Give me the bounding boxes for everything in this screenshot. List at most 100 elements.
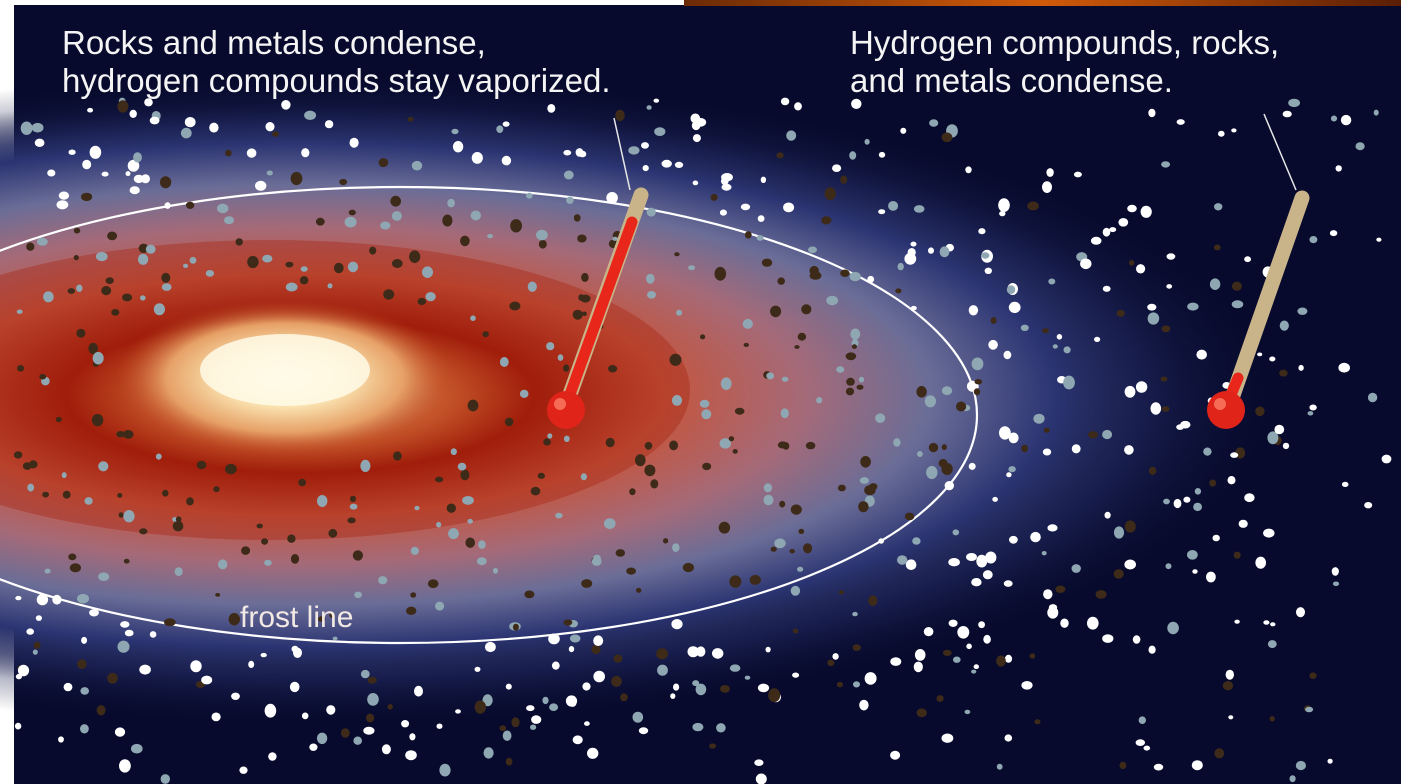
particle	[1214, 748, 1225, 759]
particle	[948, 558, 960, 567]
particle	[161, 272, 171, 283]
particle	[606, 192, 618, 204]
particle	[502, 121, 510, 127]
particle	[1257, 352, 1263, 357]
particle	[563, 619, 573, 626]
particle	[164, 202, 171, 209]
particle	[851, 344, 858, 349]
particle	[582, 682, 591, 691]
particle	[968, 305, 979, 316]
particle	[1214, 203, 1223, 211]
particle	[587, 747, 599, 759]
particle	[786, 130, 797, 141]
particle	[80, 687, 89, 695]
particle	[1119, 761, 1127, 770]
particle	[657, 664, 668, 676]
particle	[542, 696, 549, 705]
particle	[850, 328, 861, 340]
particle	[1307, 411, 1314, 416]
particle	[816, 397, 823, 404]
particle	[1008, 432, 1019, 444]
particle	[669, 353, 682, 366]
particle	[638, 727, 649, 735]
particle	[615, 109, 625, 122]
particle	[572, 735, 583, 745]
particle	[924, 395, 937, 408]
inner-caption-line-1: Rocks and metals condense,	[62, 24, 486, 61]
particle	[401, 720, 410, 728]
particle	[39, 373, 47, 380]
particle	[928, 442, 939, 453]
particle	[744, 231, 752, 239]
particle	[981, 252, 990, 259]
particle	[604, 518, 616, 529]
particle	[952, 529, 960, 536]
particle	[348, 209, 356, 216]
particle	[798, 528, 805, 535]
particle	[936, 695, 944, 702]
particle	[290, 171, 303, 186]
particle	[531, 715, 542, 724]
particle	[487, 234, 493, 239]
particle	[129, 109, 137, 118]
particle	[309, 743, 318, 751]
particle	[425, 292, 436, 302]
particle	[716, 723, 726, 733]
particle	[1003, 580, 1013, 587]
particle	[1143, 745, 1151, 751]
particle	[971, 357, 984, 371]
particle	[190, 660, 202, 673]
particle	[1340, 114, 1352, 126]
particle	[852, 644, 861, 651]
particle	[160, 176, 172, 189]
particle	[266, 170, 273, 176]
particle	[224, 216, 234, 225]
particle	[1109, 227, 1117, 233]
particle	[255, 180, 267, 191]
particle	[225, 149, 232, 157]
particle	[1263, 528, 1275, 538]
particle	[956, 401, 967, 412]
particle	[414, 505, 420, 511]
particle	[760, 176, 767, 183]
particle	[944, 481, 954, 491]
particle	[1341, 481, 1349, 487]
particle	[672, 543, 680, 552]
particle	[1135, 381, 1148, 393]
particle	[324, 120, 334, 129]
particle	[838, 590, 845, 595]
particle	[201, 675, 213, 685]
particle	[1136, 264, 1146, 274]
particle	[81, 192, 93, 202]
particle	[548, 633, 560, 645]
particle	[15, 595, 22, 601]
particle	[537, 472, 545, 479]
particle	[349, 495, 357, 503]
particle	[916, 708, 927, 718]
particle	[241, 546, 251, 555]
particle	[1048, 278, 1056, 285]
particle	[756, 235, 764, 241]
particle	[858, 501, 869, 513]
particle	[145, 244, 156, 254]
outer-region-caption: Hydrogen compounds, rocks, and metals co…	[850, 24, 1279, 100]
particle	[1029, 653, 1036, 659]
particle	[581, 311, 587, 317]
particle	[149, 116, 160, 125]
particle	[794, 345, 800, 349]
particle	[566, 196, 574, 204]
particle	[888, 201, 899, 211]
particle	[777, 441, 788, 449]
particle	[1161, 325, 1171, 333]
particle	[1034, 719, 1041, 725]
particle	[890, 657, 902, 666]
particle	[856, 384, 864, 390]
particle	[563, 364, 570, 372]
particle	[646, 207, 656, 217]
particle	[1297, 307, 1308, 315]
particle	[405, 750, 417, 761]
particle	[860, 456, 871, 468]
particle	[474, 666, 481, 672]
particle	[189, 256, 197, 264]
particle	[410, 592, 417, 598]
